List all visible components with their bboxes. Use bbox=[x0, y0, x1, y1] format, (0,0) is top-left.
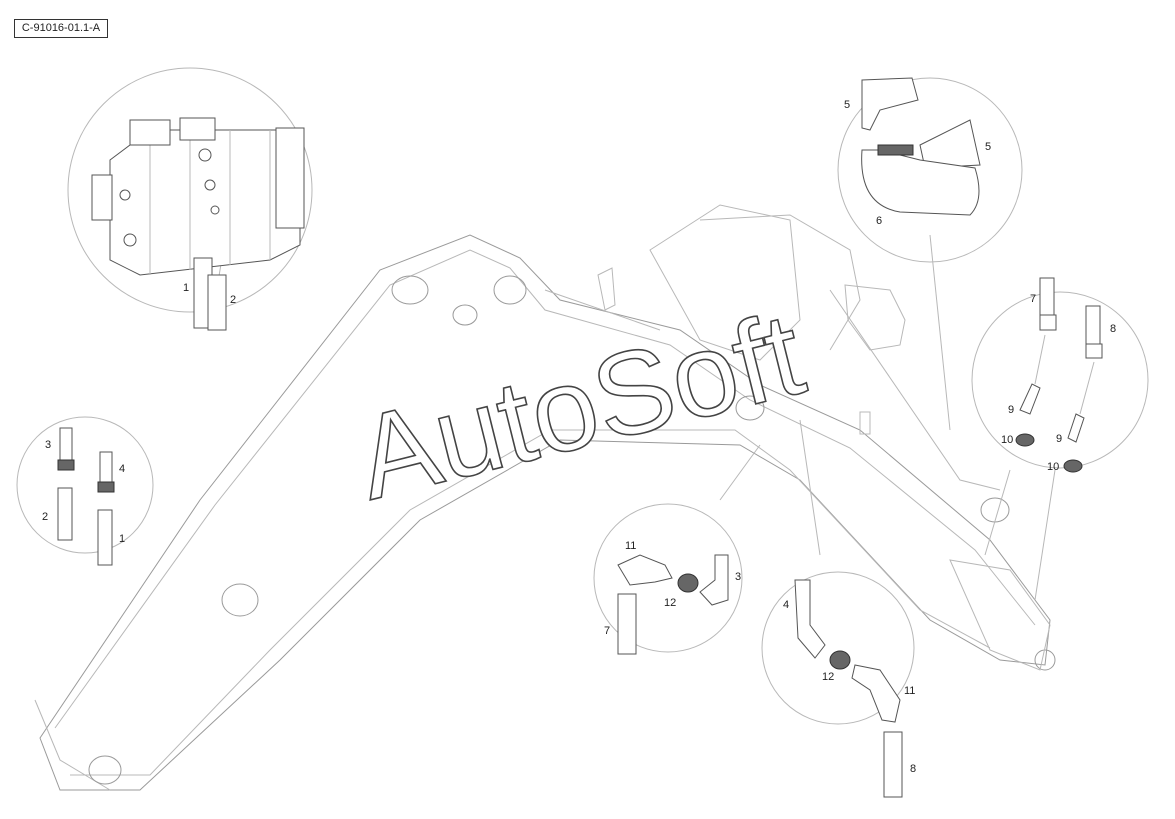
callout-1b: 1 bbox=[119, 533, 125, 545]
callout-2a: 2 bbox=[230, 294, 236, 306]
detail-fittings-middle bbox=[593, 503, 743, 655]
detail-fittings-bottom bbox=[761, 571, 915, 798]
callout-12a: 12 bbox=[664, 597, 676, 609]
callout-7b: 7 bbox=[604, 625, 610, 637]
callout-8b: 8 bbox=[910, 763, 916, 775]
watermark-text: AutoSoft bbox=[344, 288, 815, 526]
callout-7a: 7 bbox=[1030, 293, 1036, 305]
callout-3b: 3 bbox=[735, 571, 741, 583]
callout-5b: 5 bbox=[985, 141, 991, 153]
callout-9b: 9 bbox=[1056, 433, 1062, 445]
detail-fittings-right bbox=[971, 277, 1149, 473]
callout-10b: 10 bbox=[1047, 461, 1059, 473]
callout-8a: 8 bbox=[1110, 323, 1116, 335]
callout-11b: 11 bbox=[904, 685, 915, 697]
callout-1a: 1 bbox=[183, 282, 189, 294]
callout-9a: 9 bbox=[1008, 404, 1014, 416]
callout-11a: 11 bbox=[625, 540, 636, 552]
callout-12b: 12 bbox=[822, 671, 834, 683]
detail-clamps bbox=[837, 77, 1023, 263]
callout-4b: 4 bbox=[783, 599, 789, 611]
callout-labels: 1 2 3 4 2 1 5 5 6 7 8 9 9 10 10 11 3 12 … bbox=[42, 99, 1116, 775]
callout-2b: 2 bbox=[42, 511, 48, 523]
callout-4a: 4 bbox=[119, 463, 125, 475]
detail-pipes-left bbox=[16, 416, 154, 566]
diagram-code-label: C-91016-01.1-A bbox=[14, 19, 108, 38]
callout-3a: 3 bbox=[45, 439, 51, 451]
callout-10a: 10 bbox=[1001, 434, 1013, 446]
callout-5a: 5 bbox=[844, 99, 850, 111]
detail-valve-block bbox=[67, 67, 313, 331]
boom-outline bbox=[34, 204, 1056, 791]
callout-6: 6 bbox=[876, 215, 882, 227]
